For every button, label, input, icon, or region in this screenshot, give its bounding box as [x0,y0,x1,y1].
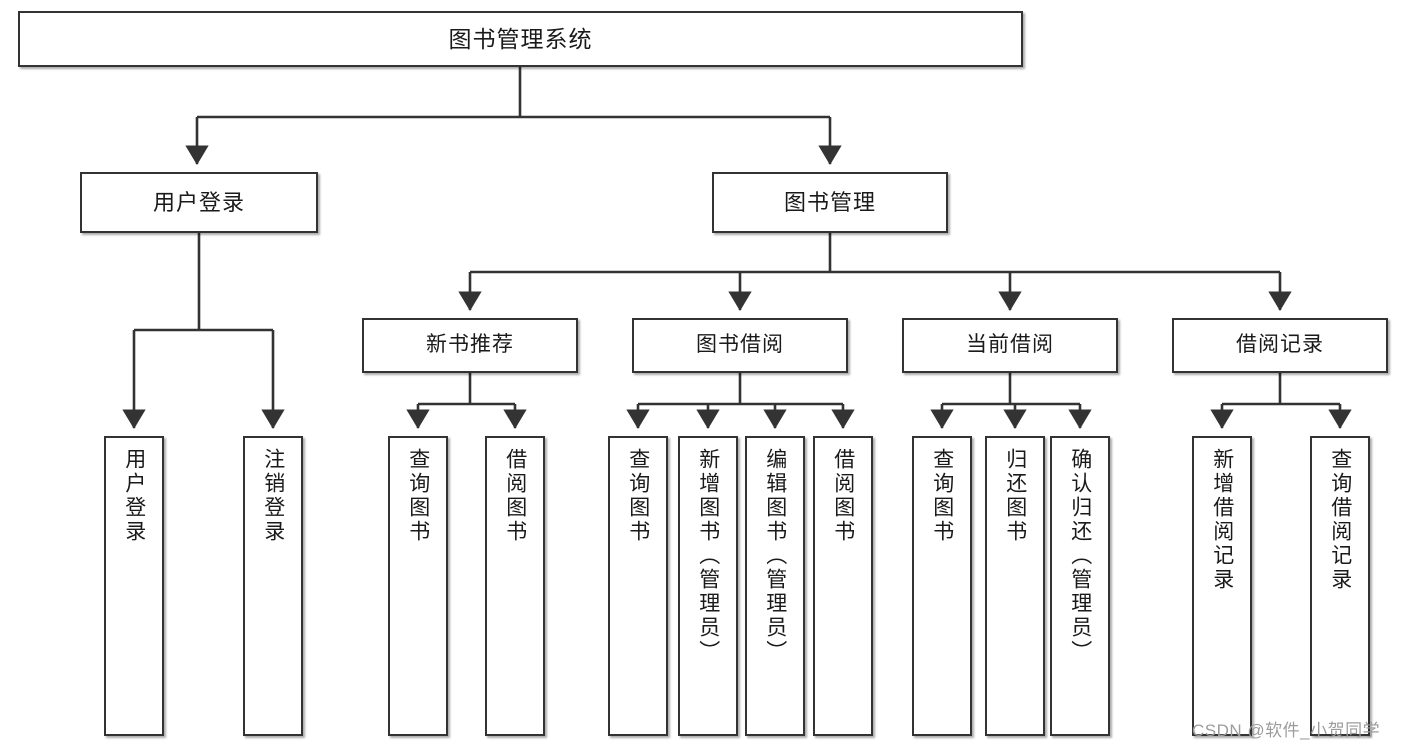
leaf-return-book-label: 归还图书 [1003,448,1027,544]
leaf-query-book-current-label: 查询图书 [930,448,954,544]
leaf-confirm-return-admin-label: 确认归还（管理员） [1068,448,1092,664]
leaf-query-book-current[interactable]: 查询图书 [912,436,972,736]
node-root-label: 图书管理系统 [448,25,593,52]
leaf-borrow-book-label: 借阅图书 [831,448,855,544]
node-new-book-recommend-label: 新书推荐 [426,333,514,357]
node-current-borrow[interactable]: 当前借阅 [902,318,1118,373]
node-book-borrow-label: 图书借阅 [696,333,784,357]
node-book-management[interactable]: 图书管理 [712,172,948,233]
node-new-book-recommend[interactable]: 新书推荐 [362,318,578,373]
node-borrow-record-label: 借阅记录 [1236,333,1324,357]
node-user-login-label: 用户登录 [152,189,245,215]
leaf-confirm-return-admin[interactable]: 确认归还（管理员） [1050,436,1110,736]
leaf-return-book[interactable]: 归还图书 [985,436,1045,736]
leaf-add-borrow-record-label: 新增借阅记录 [1210,448,1234,592]
leaf-user-login[interactable]: 用户登录 [104,436,164,736]
leaf-borrow-book-rec[interactable]: 借阅图书 [485,436,545,736]
leaf-borrow-book[interactable]: 借阅图书 [813,436,873,736]
node-book-borrow[interactable]: 图书借阅 [632,318,848,373]
node-root[interactable]: 图书管理系统 [18,11,1023,67]
leaf-add-book-admin[interactable]: 新增图书（管理员） [678,436,738,736]
leaf-add-book-admin-label: 新增图书（管理员） [696,448,720,664]
leaf-edit-book-admin[interactable]: 编辑图书（管理员） [745,436,805,736]
node-book-management-label: 图书管理 [783,189,876,215]
node-borrow-record[interactable]: 借阅记录 [1172,318,1388,373]
leaf-logout[interactable]: 注销登录 [243,436,303,736]
leaf-query-borrow-record[interactable]: 查询借阅记录 [1310,436,1370,736]
leaf-query-book-rec[interactable]: 查询图书 [388,436,448,736]
node-current-borrow-label: 当前借阅 [966,333,1054,357]
leaf-query-borrow-record-label: 查询借阅记录 [1328,448,1352,592]
leaf-query-book-rec-label: 查询图书 [406,448,430,544]
leaf-query-book-borrow-label: 查询图书 [626,448,650,544]
leaf-add-borrow-record[interactable]: 新增借阅记录 [1192,436,1252,736]
node-user-login[interactable]: 用户登录 [80,172,318,233]
leaf-query-book-borrow[interactable]: 查询图书 [608,436,668,736]
leaf-borrow-book-rec-label: 借阅图书 [503,448,527,544]
csdn-watermark: CSDN @软件_小贺同学 [1192,721,1381,740]
leaf-user-login-label: 用户登录 [122,448,146,544]
leaf-logout-label: 注销登录 [261,448,285,544]
leaf-edit-book-admin-label: 编辑图书（管理员） [763,448,787,664]
